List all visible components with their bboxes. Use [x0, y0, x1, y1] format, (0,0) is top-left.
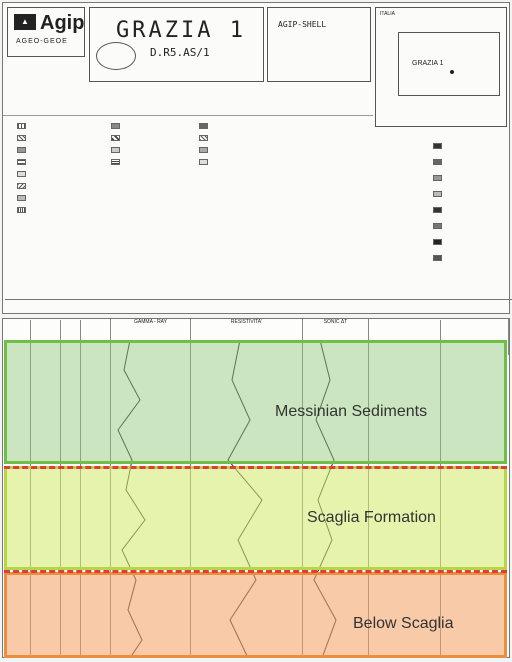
legend-swatch: [111, 135, 120, 141]
sonic-label: SONIC ΔT: [323, 319, 348, 325]
legend-swatch: [17, 123, 26, 129]
legend-swatch: [433, 159, 442, 165]
well-name: GRAZIA 1: [116, 18, 246, 43]
well-location-icon: [450, 70, 454, 74]
zone-label: Below Scaglia: [353, 615, 454, 632]
legend-swatch: [17, 171, 26, 177]
legend-swatch: [17, 159, 26, 165]
zone-label: Messinian Sediments: [275, 403, 428, 420]
location-map: ITALIA GRAZIA 1: [375, 7, 507, 127]
gamma-ray-label: GAMMA - RAY: [134, 319, 167, 325]
legend-swatch: [17, 135, 26, 141]
legend-swatch: [433, 175, 442, 181]
well-code: D.R5.AS/1: [150, 46, 210, 59]
header-sheet: ▲ Agip AGEO-GEOE GRAZIA 1 D.R5.AS/1 AGIP…: [2, 2, 512, 314]
company-logo-box: ▲ Agip AGEO-GEOE: [7, 7, 85, 57]
boundary-line: [4, 466, 507, 469]
company-logo-text: Agip: [40, 12, 85, 34]
company-sub: AGEO-GEOE: [16, 38, 68, 45]
operator-name: AGIP-SHELL: [278, 20, 327, 29]
zone-messinian: Messinian Sediments: [4, 340, 507, 464]
legend-swatch: [199, 123, 208, 129]
legend-swatch: [17, 195, 26, 201]
column-header: [369, 319, 509, 355]
legend-swatch: [17, 207, 26, 213]
agip-dog-logo-icon: ▲: [14, 14, 36, 30]
header-footer-row: [5, 299, 512, 318]
legend-swatch: [111, 123, 120, 129]
well-title-box: GRAZIA 1 D.R5.AS/1: [89, 7, 264, 82]
legend-swatch: [111, 147, 120, 153]
legend-swatch: [433, 239, 442, 245]
map-well-label: GRAZIA 1: [412, 60, 444, 67]
country: ITALIA: [380, 11, 395, 17]
legend-swatch: [433, 255, 442, 261]
stamp: [96, 42, 136, 70]
legend-swatch: [199, 147, 208, 153]
operator-box: AGIP-SHELL: [267, 7, 371, 82]
legend-swatch: [433, 223, 442, 229]
zone-label: Scaglia Formation: [307, 509, 436, 526]
divider: [3, 115, 373, 116]
boundary-line: [4, 570, 507, 573]
legend-swatch: [433, 191, 442, 197]
legend-swatch: [199, 159, 208, 165]
legend-swatch: [111, 159, 120, 165]
legend-swatch: [433, 143, 442, 149]
zone-below-scaglia: Below Scaglia: [4, 572, 507, 658]
legend-swatch: [199, 135, 208, 141]
resistivity-label: RESISTIVITA': [230, 319, 263, 325]
legend-swatch: [17, 183, 26, 189]
map-frame: [398, 32, 500, 96]
legend-swatch: [17, 147, 26, 153]
legend-swatch: [433, 207, 442, 213]
zone-scaglia: Scaglia Formation: [4, 466, 507, 570]
